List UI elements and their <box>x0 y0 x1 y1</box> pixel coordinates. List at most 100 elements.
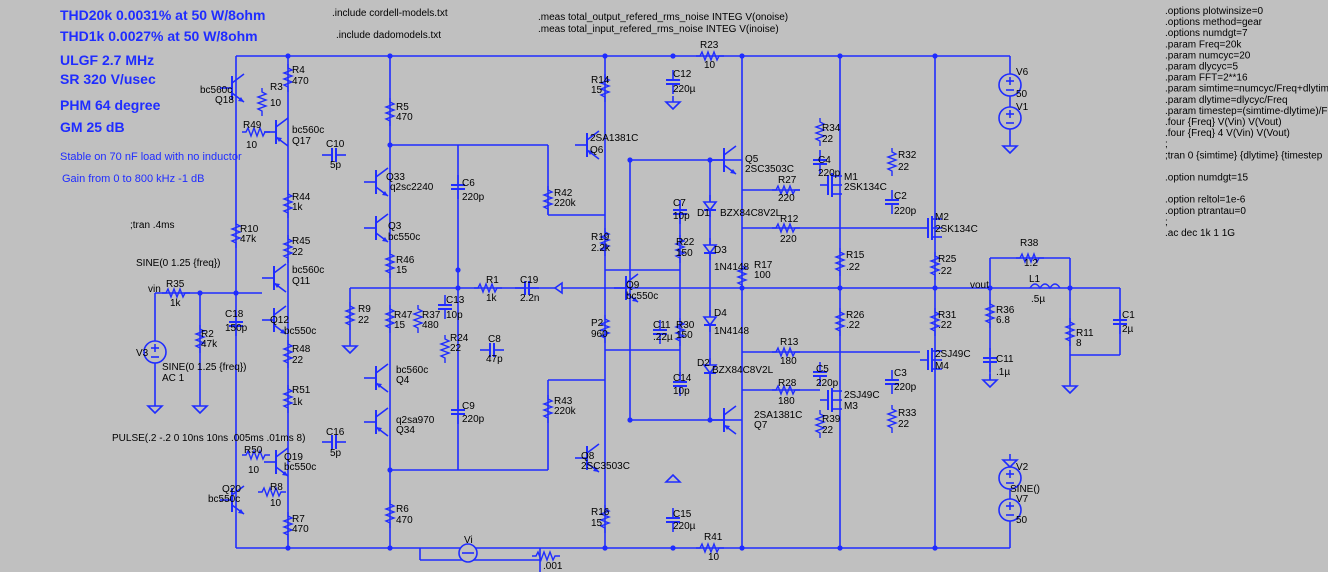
value-R43: 220k <box>554 406 577 417</box>
label-V2: V2 <box>1016 462 1029 473</box>
value-R36: 6.8 <box>996 315 1010 326</box>
model-D3: 1N4148 <box>714 262 749 273</box>
value-R48: 22 <box>292 355 304 366</box>
label-R1: R1 <box>486 275 499 286</box>
label-R38: R38 <box>1020 238 1039 249</box>
label-C11: C11 <box>996 354 1014 365</box>
label-R26: R26 <box>846 310 865 321</box>
value-P2: 960 <box>591 329 608 340</box>
model-D4: 1N4148 <box>714 326 749 337</box>
label-C5: C5 <box>816 364 829 375</box>
value-R28: 180 <box>778 396 795 407</box>
directive-line: .options numdgt=7 <box>1165 28 1248 39</box>
label-R5: R5 <box>396 102 409 113</box>
value-C5: 220p <box>816 378 839 389</box>
directive-line: .param simtime=numcyc/Freq+dlytim <box>1165 84 1328 95</box>
label-D4: D4 <box>714 308 727 319</box>
right-directives: .options plotwinsize=0.options method=ge… <box>1165 6 1328 239</box>
label-Q4: Q4 <box>396 375 410 386</box>
label-Q3: Q3 <box>388 221 402 232</box>
value-C14: 10p <box>673 386 690 397</box>
label-C8: C8 <box>488 334 501 345</box>
label-C15: C15 <box>673 509 692 520</box>
wires <box>154 55 1121 572</box>
label-P2: P2 <box>591 318 604 329</box>
include-cordell: .include cordell-models.txt <box>332 8 448 19</box>
value-R15: .22 <box>846 262 860 273</box>
sine-source-text: SINE(0 1.25 {freq}) <box>136 258 221 269</box>
meas-output-noise: .meas total_output_refered_rms_noise INT… <box>538 12 788 23</box>
label-C13: C13 <box>446 295 465 306</box>
label-V6: V6 <box>1016 67 1029 78</box>
value-R6: 470 <box>396 515 413 526</box>
label-C10: C10 <box>326 139 345 150</box>
v3-ac: AC 1 <box>162 373 185 384</box>
label-Vi: Vi <box>464 535 473 546</box>
label-R33: R33 <box>898 408 917 419</box>
value-V6: 50 <box>1016 89 1028 100</box>
value-R1: 1k <box>486 293 498 304</box>
meas-input-noise: .meas total_input_refered_rms_noise INTE… <box>538 24 779 35</box>
model-Q11: bc560c <box>292 265 324 276</box>
label-D3: D3 <box>714 245 727 256</box>
label-R30: R30 <box>676 320 695 331</box>
include-dado: .include dadomodels.txt <box>336 30 441 41</box>
label-R24: R24 <box>450 333 469 344</box>
value-C16: 5p <box>330 448 342 459</box>
label-R31: R31 <box>938 310 957 321</box>
label-C14: C14 <box>673 373 692 384</box>
label-M2: M2 <box>935 212 949 223</box>
value-L1: .5µ <box>1031 294 1045 305</box>
model-Q6: 2SA1381C <box>590 133 638 144</box>
value-R33: 22 <box>898 419 910 430</box>
directives: .include cordell-models.txt .include dad… <box>112 6 1328 444</box>
directive-line: .param timestep=(simtime-dlytime)/F <box>1165 106 1328 117</box>
label-R15: R15 <box>846 250 865 261</box>
label-R36: R36 <box>996 305 1015 316</box>
label-R19: R19 <box>591 232 610 243</box>
label-R34: R34 <box>822 123 841 134</box>
directive-line: .options plotwinsize=0 <box>1165 6 1264 17</box>
spec-gm: GM 25 dB <box>60 119 125 135</box>
label-R35: R35 <box>166 279 185 290</box>
value-R7: 470 <box>292 524 309 535</box>
label-C3: C3 <box>894 368 907 379</box>
model-D2: BZX84C8V2L <box>712 365 774 376</box>
value-R51: 1k <box>292 397 304 408</box>
directive-line: .param Freq=20k <box>1165 39 1242 50</box>
label-C2: C2 <box>894 191 907 202</box>
value-R39: 22 <box>822 425 834 436</box>
label-R2: R2 <box>201 329 214 340</box>
label-V1: V1 <box>1016 102 1029 113</box>
spec-ulgf: ULGF 2.7 MHz <box>60 52 154 68</box>
label-C9: C9 <box>462 401 475 412</box>
model-Q17: bc560c <box>292 125 324 136</box>
value-R2: 47k <box>201 339 218 350</box>
label-R4: R4 <box>292 65 305 76</box>
directive-line: .param FFT=2**16 <box>1165 73 1248 84</box>
value-C12: 220µ <box>673 84 696 95</box>
pulse-source-text: PULSE(.2 -.2 0 10ns 10ns .005ms .01ms 8) <box>112 433 305 444</box>
value-R49: 10 <box>246 140 258 151</box>
label-R45: R45 <box>292 236 311 247</box>
model-M4: 2SJ49C <box>935 349 971 360</box>
label-R8: R8 <box>270 482 283 493</box>
model-Q34: q2sa970 <box>396 415 435 426</box>
value-R42: 220k <box>554 198 577 209</box>
label-Q17: Q17 <box>292 136 311 147</box>
label-R23: R23 <box>700 40 719 51</box>
value-R34: 22 <box>822 134 834 145</box>
label-V3: V3 <box>136 348 149 359</box>
model-Q5: 2SC3503C <box>745 164 794 175</box>
label-R6: R6 <box>396 504 409 515</box>
value-C19: 2.2n <box>520 293 539 304</box>
value-R41: 10 <box>708 552 720 563</box>
label-R48: R48 <box>292 344 311 355</box>
value-R10: 47k <box>240 234 257 245</box>
value-R27: 220 <box>778 193 795 204</box>
label-C19: C19 <box>520 275 539 286</box>
value-R26: .22 <box>846 320 860 331</box>
directive-line: .option ptrantau=0 <box>1165 206 1246 217</box>
value-R44: 1k <box>292 202 304 213</box>
model-Q8: 2SC3503C <box>581 461 630 472</box>
